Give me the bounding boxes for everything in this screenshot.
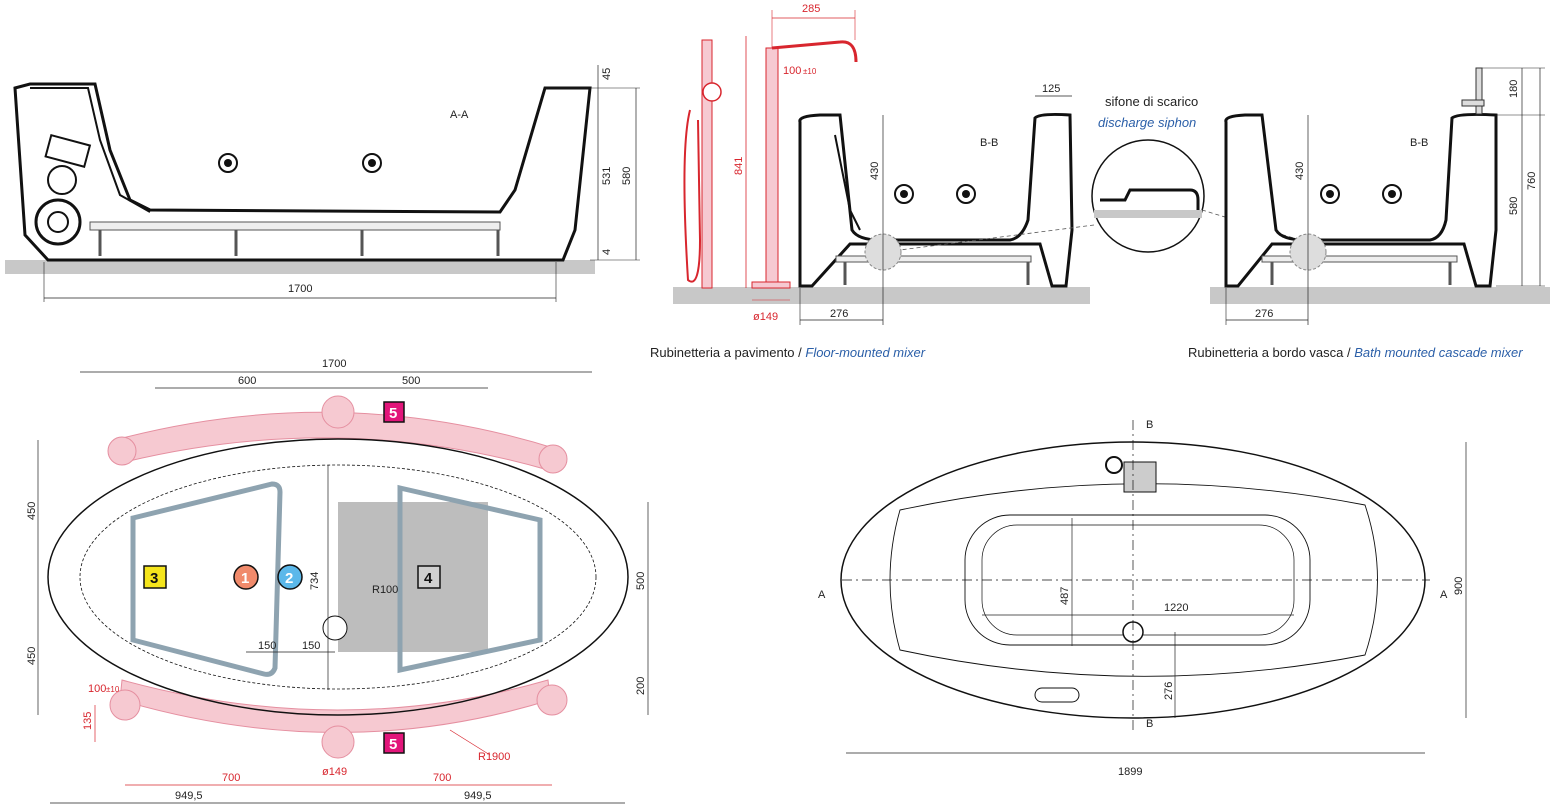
section-bb-rim-label: B-B: [1410, 137, 1428, 149]
dim-150-b: 150: [302, 640, 320, 652]
dim-100-tol: ±10: [803, 67, 817, 76]
marker-5-top: [383, 401, 405, 423]
marker-1: [233, 564, 259, 590]
dim-487: 487: [1059, 587, 1071, 605]
section-bb-rim: B-B 180 580 760 430 276: [1210, 67, 1550, 325]
pillow-zone-bottom: [119, 679, 551, 733]
hand-shower-hose: [683, 109, 702, 283]
dim-949-a: 949,5: [175, 790, 203, 802]
caption-bath-mounted: Rubinetteria a bordo vasca / Bath mounte…: [1188, 345, 1523, 360]
dim-900: 900: [1453, 577, 1465, 595]
dim-430: 430: [1294, 162, 1306, 180]
marker-2-label: 2: [285, 570, 293, 587]
section-mark-b-top: B: [1146, 419, 1153, 431]
control-panel-icon: [1034, 687, 1080, 703]
tub-outline-plan: [47, 438, 629, 716]
dim-1220: 1220: [1164, 602, 1188, 614]
marker-4-label: 4: [424, 570, 433, 587]
marker-5-top-label: 5: [389, 405, 397, 422]
dim-531: 531: [601, 167, 613, 185]
siphon-detail: sifone di scarico discharge siphon: [899, 94, 1301, 253]
dim-949-b: 949,5: [464, 790, 492, 802]
marker-5-bottom-label: 5: [389, 736, 397, 753]
dim-r1900: R1900: [478, 751, 510, 763]
siphon-label-it: sifone di scarico: [1105, 94, 1198, 109]
dim-276: 276: [1163, 682, 1175, 700]
dim-700-b: 700: [433, 772, 451, 784]
dim-276: 276: [830, 308, 848, 320]
mixer-top-view: [1123, 461, 1157, 493]
cascade-mixer: [1475, 67, 1483, 115]
dim-841: 841: [733, 157, 745, 175]
dim-1700: 1700: [322, 358, 346, 370]
mixer-column: [701, 39, 713, 289]
handrail-left: [130, 481, 283, 677]
marker-3-label: 3: [150, 570, 158, 587]
marker-4: [417, 565, 441, 589]
zone-4-area: [338, 502, 488, 652]
dim-500-right: 500: [635, 572, 647, 590]
section-mark-a-right: A: [1440, 589, 1448, 601]
dim-r100: R100: [372, 584, 398, 596]
dim-135: 135: [82, 712, 94, 730]
spout: [771, 40, 858, 63]
plan-right: A A B B 487 1220 276 900 1899: [818, 419, 1467, 778]
section-aa-label: A-A: [450, 109, 469, 121]
dim-450-top: 450: [26, 502, 38, 520]
dim-200: 200: [635, 677, 647, 695]
dim-149: ø149: [322, 766, 347, 778]
dim-45: 45: [601, 68, 613, 80]
tub-profile-aa: [13, 82, 592, 262]
motor-icon: [47, 165, 77, 195]
dim-150-a: 150: [258, 640, 276, 652]
marker-1-label: 1: [241, 570, 249, 587]
section-aa: A-A 45 531 580 4 1700: [5, 65, 640, 302]
dim-285: 285: [802, 3, 820, 15]
handrail-right: [397, 484, 543, 674]
dim-1899: 1899: [1118, 766, 1142, 778]
floor-line: [1210, 287, 1550, 304]
marker-3: [143, 565, 167, 589]
dim-125: 125: [1042, 83, 1060, 95]
dim-180: 180: [1508, 80, 1520, 98]
dim-600: 600: [238, 375, 256, 387]
spout-column: [765, 47, 779, 289]
plan-left: 3 1 2 4 5 5 1700 600 500 450 450 734 500…: [26, 358, 649, 804]
section-mark-a-left: A: [818, 589, 826, 601]
siphon-label-en: discharge siphon: [1098, 115, 1196, 130]
dim-450-bottom: 450: [26, 647, 38, 665]
dim-276: 276: [1255, 308, 1273, 320]
dim-1700: 1700: [288, 283, 312, 295]
dim-149: ø149: [753, 311, 778, 323]
dim-734: 734: [309, 572, 321, 590]
dim-500: 500: [402, 375, 420, 387]
dim-580: 580: [621, 167, 633, 185]
dim-100: 100: [88, 683, 106, 695]
dim-100: 100: [783, 65, 801, 77]
marker-5-bottom: [383, 732, 405, 754]
dim-100-tol: ±10: [106, 685, 120, 694]
section-bb-label: B-B: [980, 137, 998, 149]
dim-700-a: 700: [222, 772, 240, 784]
dim-580: 580: [1508, 197, 1520, 215]
section-mark-b-bottom: B: [1146, 718, 1153, 730]
section-bb-floor: B-B 285 100 ±10 841 ø149 125 430 276: [673, 3, 1090, 325]
dim-4: 4: [601, 249, 613, 255]
dim-760: 760: [1526, 172, 1538, 190]
caption-floor-mounted: Rubinetteria a pavimento / Floor-mounted…: [650, 345, 926, 360]
floor-line: [5, 260, 595, 274]
floor-line: [673, 287, 1090, 304]
marker-2: [277, 564, 303, 590]
dim-430: 430: [869, 162, 881, 180]
